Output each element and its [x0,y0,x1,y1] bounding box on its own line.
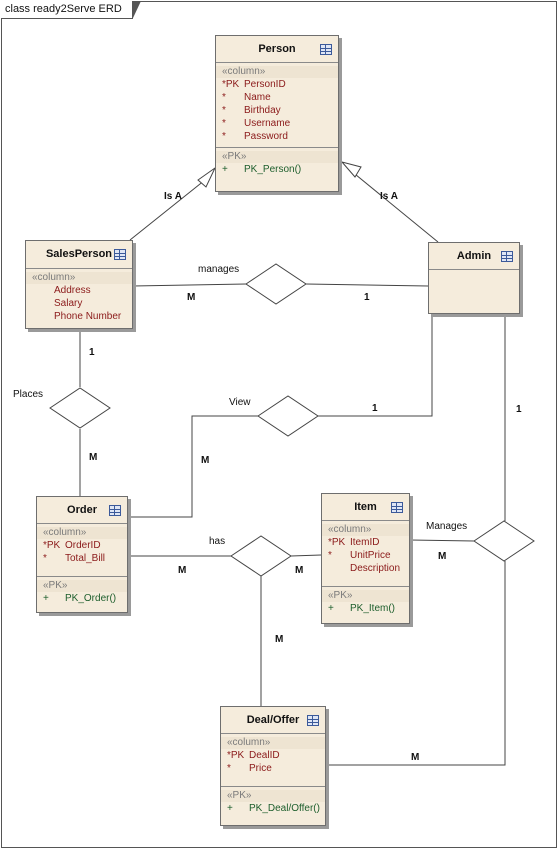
operation-row: +PK_Person() [222,164,302,175]
has-relationship-label: has [209,536,226,547]
diagram-title: class ready2Serve ERD [1,1,141,19]
view-relationship-label: View [229,397,251,408]
manages-line-right [305,283,429,287]
column-row: *Username [222,118,291,129]
pk-stereotype: «PK» [322,590,409,602]
has-line-item [290,554,322,557]
isa-left-line [129,175,211,241]
column-row: Salary [54,298,83,309]
manages2-line-item [409,539,475,542]
cardinality-label: M [201,455,210,466]
manages-relationship-label: manages [198,264,240,275]
column-row: *Price [227,763,272,774]
table-icon [114,249,126,260]
pk-stereotype: «PK» [221,790,325,802]
table-icon [320,44,332,55]
table-icon [501,251,513,262]
column-stereotype: «column» [221,737,325,749]
isa-right-line [349,169,439,243]
person-entity-title: Person [258,43,296,55]
operation-row: +PK_Deal/Offer() [227,803,320,814]
has-diamond [230,535,292,577]
table-icon [307,715,319,726]
pk-stereotype: «PK» [216,151,338,163]
column-row: *UnitPrice [328,550,391,561]
item-entity-title: Item [354,501,377,513]
manages2-diamond [473,520,535,562]
operation-row: +PK_Item() [328,603,396,614]
cardinality-label: M [89,452,98,463]
cardinality-label: 1 [364,292,370,303]
column-row: Description [350,563,401,574]
cardinality-label: M [275,634,284,645]
column-row: *Total_Bill [43,553,106,564]
admin-entity-title: Admin [456,250,492,262]
manages-diamond [245,263,307,305]
cardinality-label: M [295,565,304,576]
cardinality-label: M [411,752,420,763]
column-stereotype: «column» [322,524,409,536]
cardinality-label: 1 [516,404,522,415]
column-row: *Name [222,92,271,103]
manages2-relationship-label: Manages [426,521,468,532]
column-stereotype: «column» [37,527,127,539]
manages-line-left [132,283,247,287]
places-diamond [49,387,111,429]
column-stereotype: «column» [216,66,338,78]
column-row: *Birthday [222,105,281,116]
column-stereotype: «column» [26,272,132,284]
isa-left-arrowhead [197,166,217,188]
salesperson-entity-title: SalesPerson [45,248,113,260]
table-icon [391,502,403,513]
manages2-line-deal [326,561,506,766]
isa-right-arrowhead [340,161,362,178]
admin-entity[interactable]: Admin [428,242,520,314]
salesperson-entity[interactable]: SalesPerson «column» Address Salary Phon… [25,240,133,329]
cardinality-label: 1 [372,403,378,414]
pk-stereotype: «PK» [37,580,127,592]
cardinality-label: M [178,565,187,576]
deal-offer-entity-title: Deal/Offer [246,714,300,726]
view-diamond [257,395,319,437]
cardinality-label: 1 [89,347,95,358]
table-icon [109,505,121,516]
isa-left-label: Is A [164,191,182,202]
column-row: Phone Number [54,311,122,322]
order-entity-title: Order [67,504,97,516]
column-row: Address [54,285,91,296]
view-line-order [128,415,258,518]
view-line-admin [318,314,433,417]
isa-right-label: Is A [380,191,398,202]
places-relationship-label: Places [13,389,44,400]
cardinality-label: M [187,292,196,303]
operation-row: +PK_Order() [43,593,117,604]
column-row: *Password [222,131,288,142]
cardinality-label: M [438,551,447,562]
